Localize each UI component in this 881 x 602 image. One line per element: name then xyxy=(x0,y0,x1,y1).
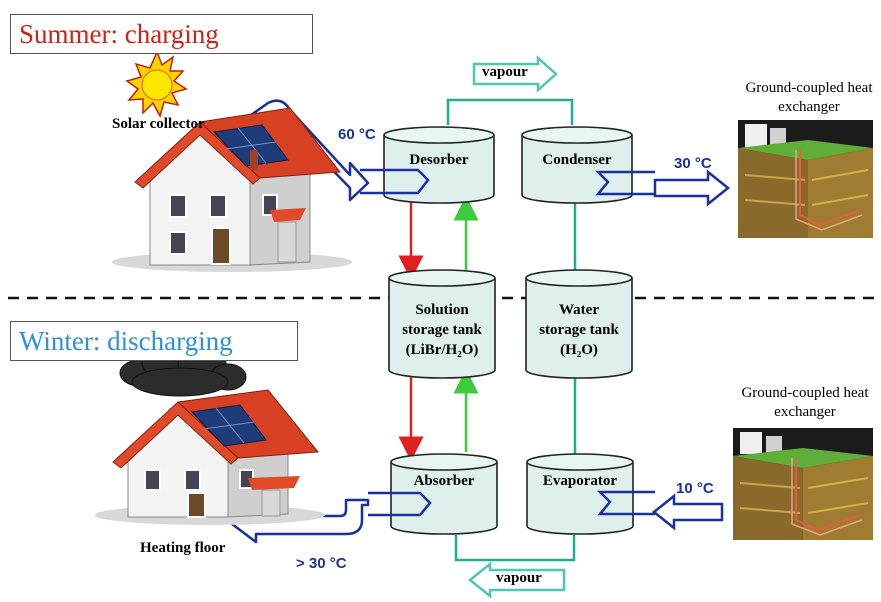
tank-solution-storage xyxy=(388,269,496,379)
temp-condenser-out: 30 °C xyxy=(674,155,712,172)
water-tank-line3: (H₂O) xyxy=(560,342,598,358)
water-tank-label: Water storage tank (H₂O) xyxy=(526,300,632,360)
summer-title: Summer: charging xyxy=(10,14,313,54)
teal-pipes xyxy=(446,98,577,562)
tank-desorber xyxy=(383,126,495,204)
temp-evaporator-in: 10 °C xyxy=(676,480,714,497)
winter-title: Winter: discharging xyxy=(10,321,298,361)
desorber-label: Desorber xyxy=(409,152,469,168)
vapour-label-bottom: vapour xyxy=(496,570,542,586)
vapour-label-top: vapour xyxy=(482,64,528,80)
water-tank-line2: storage tank xyxy=(539,322,619,338)
ghx-summer-label: Ground-coupled heat exchanger xyxy=(745,80,873,115)
absorber-label: Absorber xyxy=(413,473,475,489)
pipe-ground-to-evaporator xyxy=(651,493,724,531)
solution-tank-line1: Solution xyxy=(415,302,469,318)
coil-absorber xyxy=(368,491,432,517)
water-tank-line1: Water xyxy=(559,302,599,318)
sun-icon xyxy=(125,50,188,118)
coil-desorber xyxy=(360,168,430,195)
ghx-winter-illustration xyxy=(733,428,873,540)
solar-collector-label: Solar collector xyxy=(112,116,205,132)
house-winter-illustration xyxy=(95,389,325,525)
temp-desorber-in: 60 °C xyxy=(338,126,376,143)
house-summer-illustration xyxy=(112,107,352,272)
ghx-winter-label: Ground-coupled heat exchanger xyxy=(741,385,869,420)
evaporator-label: Evaporator xyxy=(542,473,618,489)
tank-evaporator xyxy=(526,453,634,535)
vapour-arrow-top xyxy=(472,55,558,93)
vapour-arrow-bottom xyxy=(467,561,566,599)
tank-water-storage xyxy=(525,269,633,379)
condenser-label: Condenser xyxy=(542,152,612,168)
temp-absorber-out: > 30 °C xyxy=(296,555,347,572)
coil-condenser xyxy=(594,170,655,196)
heating-floor-label: Heating floor xyxy=(140,540,226,556)
pipe-condenser-to-ground xyxy=(653,169,731,207)
solution-tank-label: Solution storage tank (LiBr/H₂O) xyxy=(389,300,495,360)
coil-evaporator xyxy=(596,490,655,516)
solution-tank-line2: storage tank xyxy=(402,322,482,338)
ghx-summer-illustration xyxy=(738,120,873,238)
solution-tank-line3: (LiBr/H₂O) xyxy=(405,342,479,358)
